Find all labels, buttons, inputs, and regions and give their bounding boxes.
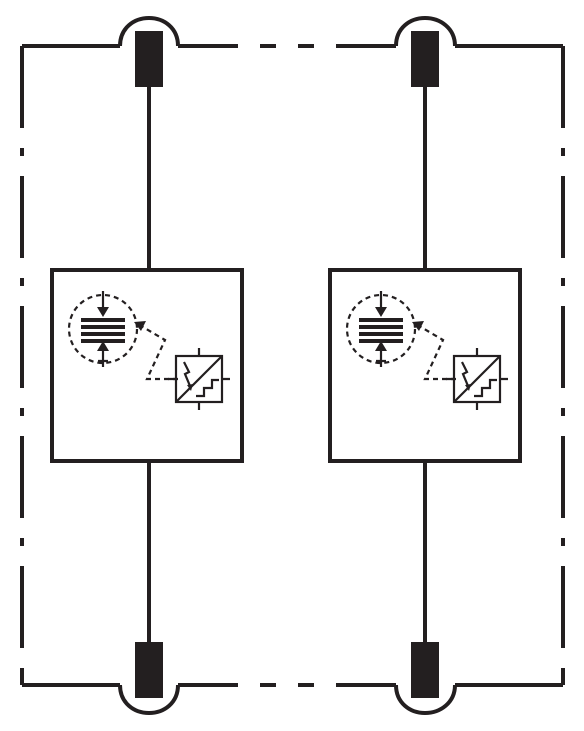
housing-outline	[20, 44, 565, 687]
coupling-arrow-1	[134, 321, 146, 331]
pole-2	[328, 15, 522, 716]
pole-1	[50, 15, 244, 716]
coupling-path-1	[135, 322, 178, 381]
spark-gap-icon	[345, 291, 417, 367]
terminal-bottom-2	[394, 642, 457, 716]
protection-module-2	[328, 268, 522, 463]
spark-gap-icon	[67, 291, 139, 367]
thermal-disconnector-icon	[446, 348, 508, 410]
terminal-top-1	[118, 15, 180, 87]
thermal-disconnector-icon	[168, 348, 230, 410]
coupling-path-2	[413, 322, 456, 381]
protection-module-1	[50, 268, 244, 463]
terminal-top-2	[394, 15, 457, 87]
coupling-arrow-2	[412, 321, 424, 331]
terminal-bottom-1	[118, 642, 180, 716]
